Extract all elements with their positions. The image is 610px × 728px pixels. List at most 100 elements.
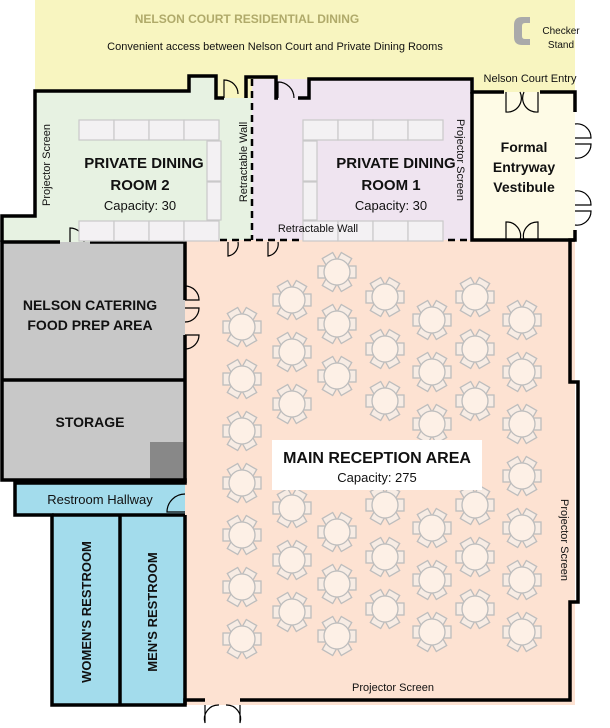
round-table bbox=[502, 299, 542, 341]
main-reception-name: MAIN RECEPTION AREA bbox=[283, 450, 471, 467]
main-label-box bbox=[272, 440, 482, 490]
pdr2-projector-screen: Projector Screen bbox=[41, 124, 53, 206]
round-table bbox=[222, 566, 262, 608]
retractable-wall-vertical-label: Retractable Wall bbox=[238, 122, 250, 202]
round-table bbox=[455, 380, 495, 422]
round-table bbox=[222, 358, 262, 400]
round-table bbox=[272, 383, 312, 425]
checker-stand-icon bbox=[514, 17, 530, 45]
storage-name: STORAGE bbox=[56, 414, 125, 430]
vestibule-name: Vestibule bbox=[493, 179, 555, 195]
round-table bbox=[455, 536, 495, 578]
round-table bbox=[502, 351, 542, 393]
banquet-table bbox=[78, 119, 115, 141]
mens-restroom[interactable] bbox=[120, 515, 185, 705]
round-table bbox=[272, 539, 312, 581]
banquet-table bbox=[337, 119, 374, 141]
round-table bbox=[412, 507, 452, 549]
banquet-table bbox=[113, 220, 150, 242]
vestibule-name: Entryway bbox=[493, 159, 555, 175]
round-table bbox=[317, 303, 357, 345]
round-table bbox=[455, 276, 495, 318]
catering-name: FOOD PREP AREA bbox=[27, 317, 152, 333]
round-table bbox=[317, 251, 357, 293]
access-note: Convenient access between Nelson Court a… bbox=[107, 41, 443, 53]
round-table bbox=[272, 487, 312, 529]
private-dining-tables bbox=[78, 119, 444, 242]
pdr2-capacity: Capacity: 30 bbox=[104, 198, 176, 213]
round-table bbox=[222, 306, 262, 348]
restroom-hallway[interactable] bbox=[15, 483, 185, 515]
main-projector-screen-bottom: Projector Screen bbox=[352, 682, 434, 694]
retractable-wall-horizontal-label: Retractable Wall bbox=[278, 223, 358, 235]
private-dining-room-2[interactable] bbox=[2, 76, 252, 242]
catering-food-prep-area[interactable] bbox=[2, 242, 185, 380]
round-table bbox=[365, 380, 405, 422]
round-table bbox=[365, 588, 405, 630]
banquet-table bbox=[148, 119, 185, 141]
banquet-table bbox=[206, 181, 222, 221]
pdr1-name: ROOM 1 bbox=[361, 177, 420, 194]
main-projector-screen-right: Projector Screen bbox=[558, 499, 570, 581]
main-reception-capacity: Capacity: 275 bbox=[337, 470, 417, 485]
banquet-table bbox=[372, 220, 409, 242]
round-table bbox=[502, 403, 542, 445]
round-table bbox=[412, 351, 452, 393]
round-table bbox=[222, 410, 262, 452]
storage-closet bbox=[150, 442, 185, 480]
banquet-table bbox=[407, 119, 444, 141]
round-table bbox=[317, 511, 357, 553]
banquet-table bbox=[183, 220, 220, 242]
round-tables bbox=[222, 251, 542, 660]
womens-restroom-label: WOMEN'S RESTROOM bbox=[79, 541, 94, 683]
restroom-wall-block bbox=[15, 515, 52, 705]
round-table bbox=[272, 279, 312, 321]
pdr1-name: PRIVATE DINING bbox=[336, 155, 455, 172]
round-table bbox=[365, 328, 405, 370]
round-table bbox=[317, 355, 357, 397]
walls bbox=[0, 74, 580, 707]
round-table bbox=[222, 462, 262, 504]
court-title: NELSON COURT RESIDENTIAL DINING bbox=[135, 12, 359, 26]
checker-stand-label: Checker bbox=[542, 26, 580, 37]
banquet-table bbox=[372, 119, 409, 141]
round-table bbox=[222, 514, 262, 556]
round-table bbox=[317, 615, 357, 657]
banquet-table bbox=[183, 119, 220, 141]
doors[interactable] bbox=[69, 79, 592, 724]
round-table bbox=[502, 559, 542, 601]
round-table bbox=[412, 559, 452, 601]
round-table bbox=[272, 591, 312, 633]
round-table bbox=[365, 484, 405, 526]
pdr1-capacity: Capacity: 30 bbox=[355, 198, 427, 213]
banquet-table bbox=[302, 119, 339, 141]
round-table bbox=[455, 484, 495, 526]
round-table bbox=[412, 403, 452, 445]
round-table bbox=[412, 611, 452, 653]
round-table bbox=[365, 536, 405, 578]
mens-restroom-label: MEN'S RESTROOM bbox=[145, 552, 160, 671]
banquet-table bbox=[148, 220, 185, 242]
womens-restroom[interactable] bbox=[52, 515, 120, 705]
round-table bbox=[222, 618, 262, 660]
vestibule-name: Formal bbox=[501, 139, 548, 155]
nelson-court-entry-label: Nelson Court Entry bbox=[484, 73, 577, 85]
banquet-table bbox=[113, 119, 150, 141]
banquet-table bbox=[302, 140, 318, 182]
formal-entryway-vestibule[interactable] bbox=[472, 92, 575, 240]
round-table bbox=[502, 507, 542, 549]
round-table bbox=[272, 331, 312, 373]
pdr2-name: ROOM 2 bbox=[110, 177, 169, 194]
pdr1-projector-screen: Projector Screen bbox=[454, 119, 466, 201]
round-table bbox=[412, 299, 452, 341]
round-table bbox=[455, 588, 495, 630]
checker-stand-label: Stand bbox=[548, 40, 574, 51]
banquet-table bbox=[407, 220, 444, 242]
banquet-table bbox=[302, 181, 318, 221]
round-table bbox=[317, 563, 357, 605]
pdr2-name: PRIVATE DINING bbox=[84, 155, 203, 172]
round-table bbox=[365, 276, 405, 318]
catering-name: NELSON CATERING bbox=[23, 297, 157, 313]
banquet-table bbox=[206, 140, 222, 182]
